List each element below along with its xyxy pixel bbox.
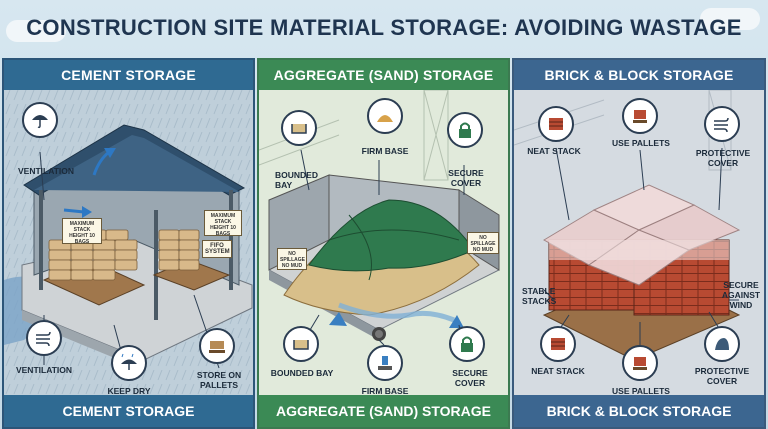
wind-icon [26, 320, 62, 356]
no-spillage-sign-1: NO SPILLAGE NO MUD [277, 248, 307, 270]
umbrella-rain-icon [111, 345, 147, 381]
secure-cover-label-bottom: SECURE COVER [452, 368, 488, 388]
cement-fifo-sign: FIFO SYSTEM [202, 240, 232, 258]
brick-footer: BRICK & BLOCK STORAGE [514, 395, 764, 427]
tarp-icon [704, 326, 740, 362]
pallet-brick-icon [622, 98, 658, 134]
aggregate-illustration: NO SPILLAGE NO MUD NO SPILLAGE NO MUD BO… [259, 89, 508, 396]
cement-stack-sign-2: MAXIMUM STACK HEIGHT 10 BAGS [204, 210, 242, 237]
bay-icon [281, 110, 317, 146]
bounded-bay-label-top: BOUNDED BAY [275, 170, 318, 190]
firm-base-label-bottom: FIRM BASE [361, 386, 409, 396]
neat-stack-label-top: NEAT STACK [527, 146, 581, 156]
wind-icon-brick [704, 106, 740, 142]
page-title: CONSTRUCTION SITE MATERIAL STORAGE: AVOI… [26, 15, 742, 40]
bounded-bay-label-bottom: BOUNDED BAY [270, 368, 334, 378]
cement-panel: CEMENT STORAGE [2, 58, 255, 429]
protective-cover-label-bottom: PROTECTIVE COVER [694, 366, 750, 386]
cloud-left [6, 20, 66, 42]
pallet-bags-icon [199, 328, 235, 364]
aggregate-header: AGGREGATE (SAND) STORAGE [259, 60, 508, 90]
pallet-brick-icon-bottom [622, 345, 658, 381]
store-on-pallets-label: STORE ON PALLETS [196, 370, 242, 390]
secure-cover-label-top: SECURE COVER [448, 168, 484, 188]
firm-base-label-top: FIRM BASE [361, 146, 409, 156]
brick-icon [538, 106, 574, 142]
bay-icon-bottom [283, 326, 319, 362]
brick-illustration: NEAT STACK USE PALLETS PROTECTIVE COVER … [514, 89, 764, 396]
cement-illustration: MAXIMUM STACK HEIGHT 10 BAGS MAXIMUM STA… [4, 90, 253, 396]
ventilation-label-bottom: VENTILATION [15, 365, 73, 375]
brick-panel: BRICK & BLOCK STORAGE [512, 58, 766, 429]
sand-pile-icon [367, 98, 403, 134]
use-pallets-label-top: USE PALLETS [612, 138, 670, 148]
no-spillage-sign-2: NO SPILLAGE NO MUD [467, 232, 499, 254]
umbrella-icon [22, 102, 58, 138]
lock-icon [447, 112, 483, 148]
protective-cover-label-top: PROTECTIVE COVER [695, 148, 751, 168]
use-pallets-label-bottom: USE PALLETS [612, 386, 670, 396]
cloud-right [700, 8, 760, 30]
brick-header: BRICK & BLOCK STORAGE [514, 60, 764, 90]
cement-footer: CEMENT STORAGE [4, 395, 253, 427]
aggregate-panel: AGGREGATE (SAND) STORAGE [257, 58, 510, 429]
aggregate-footer: AGGREGATE (SAND) STORAGE [259, 395, 508, 427]
ventilation-label-top: VENTILATION [18, 166, 75, 176]
brick-icon-bottom [540, 326, 576, 362]
secure-against-wind-label: SECURE AGAINST WIND [721, 280, 761, 310]
firm-base-icon [367, 345, 403, 381]
cement-header: CEMENT STORAGE [4, 60, 253, 90]
lock-icon-bottom [449, 326, 485, 362]
stable-stacks-label: STABLE STACKS [522, 286, 557, 306]
cement-stack-sign-1: MAXIMUM STACK HEIGHT 10 BAGS [62, 218, 102, 245]
neat-stack-label-bottom: NEAT STACK [531, 366, 585, 376]
keep-dry-label: KEEP DRY [107, 386, 151, 396]
